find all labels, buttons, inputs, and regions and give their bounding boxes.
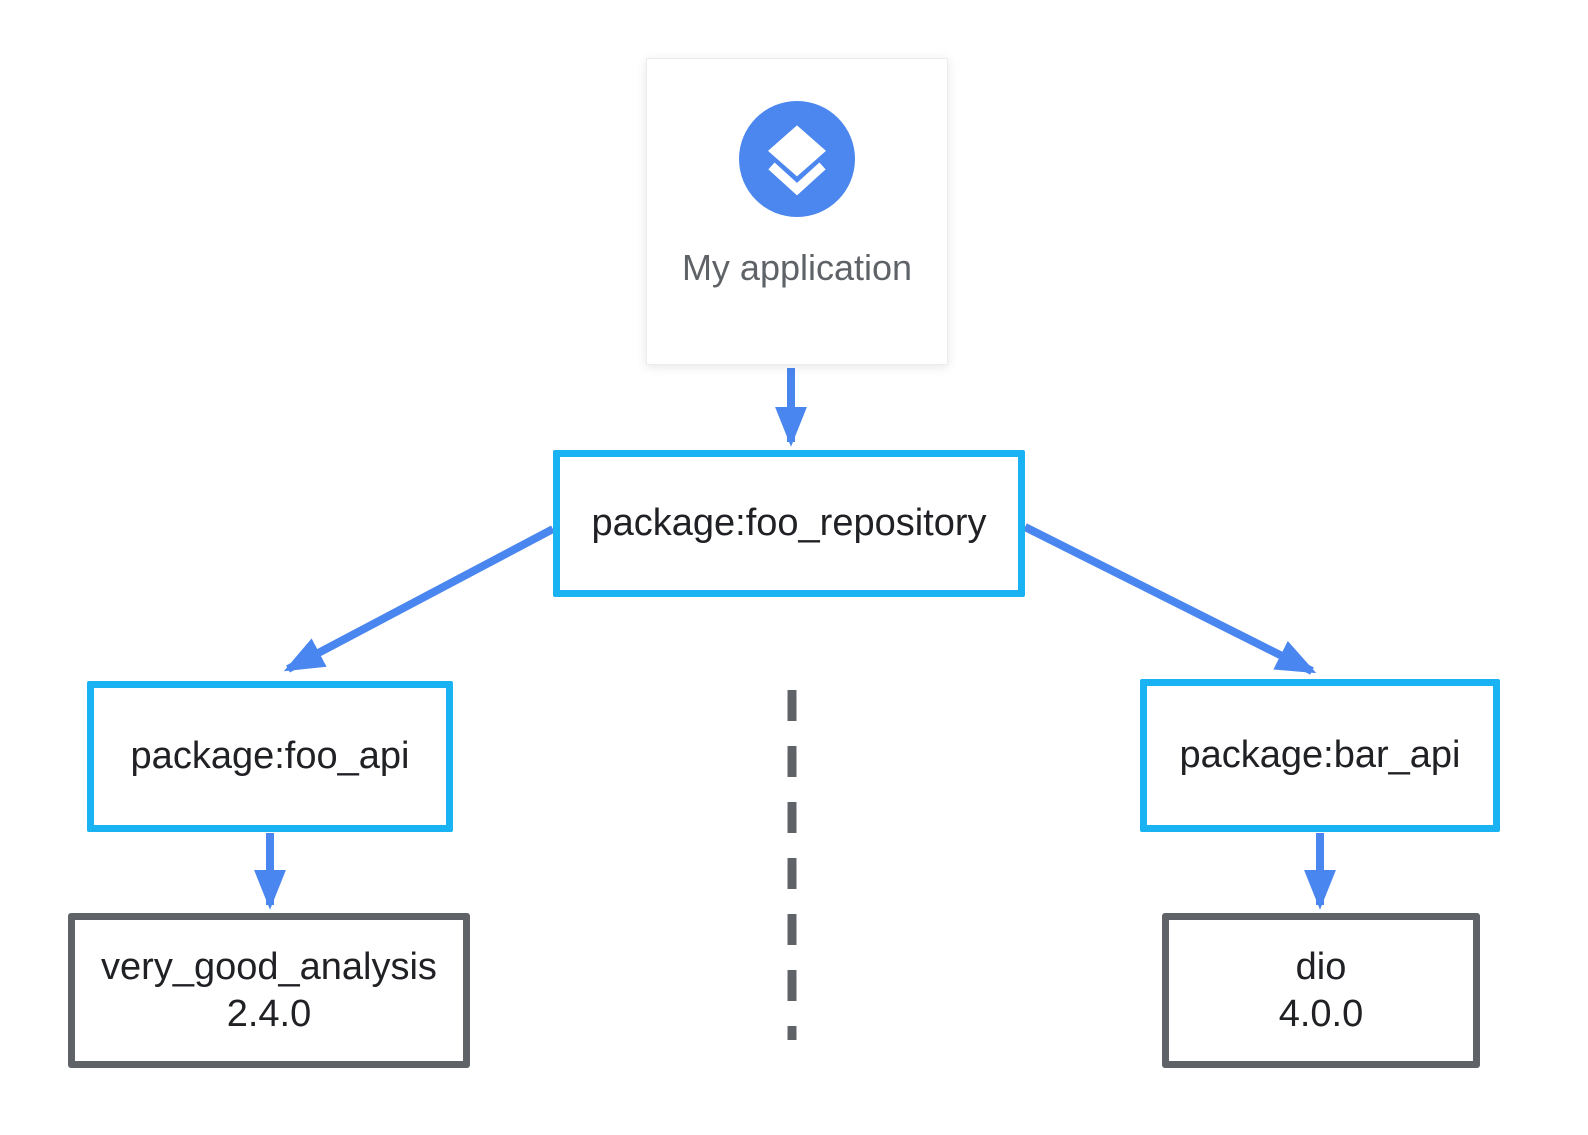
node-very-good-analysis: very_good_analysis 2.4.0 [68,913,470,1068]
edge-foo-repository-to-foo-api [283,525,555,673]
edge-foo-repository-to-bar-api [1023,523,1317,675]
node-dio: dio 4.0.0 [1162,913,1480,1068]
node-package-foo-repository: package:foo_repository [553,450,1025,597]
very-good-analysis-version: 2.4.0 [226,992,312,1035]
foo-api-label: package:foo_api [130,735,410,777]
bar-api-label: package:bar_api [1179,734,1461,776]
my-application-label: My application [681,247,913,288]
node-my-application: My application [646,58,948,365]
node-package-bar-api: package:bar_api [1140,679,1500,832]
layers-icon [739,101,855,217]
very-good-analysis-name: very_good_analysis [101,946,437,989]
node-package-foo-api: package:foo_api [87,681,453,832]
dio-name: dio [1295,946,1347,989]
foo-repository-label: package:foo_repository [591,502,987,544]
dio-version: 4.0.0 [1278,992,1364,1035]
